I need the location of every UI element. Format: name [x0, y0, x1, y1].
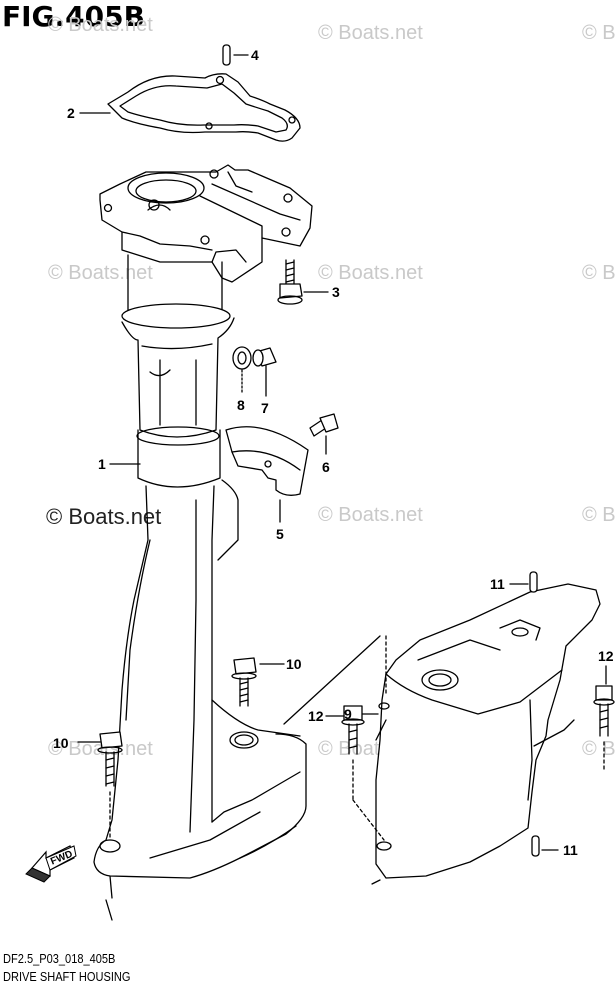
part-4-dowel-pin [222, 44, 249, 66]
watermark-text: © B [582, 504, 615, 526]
figure-title: FIG.405B [2, 0, 145, 33]
watermark-text-dark: © Boats.net [46, 504, 162, 529]
watermark-text: © Boats.net [318, 262, 423, 284]
callout-8: 8 [237, 397, 245, 413]
callout-4: 4 [251, 47, 259, 63]
figure-code: DF2.5_P03_018_405B [3, 951, 116, 966]
callout-10-lower: 10 [53, 735, 69, 751]
watermark-text: © B [582, 262, 615, 284]
callout-11-lower: 11 [563, 842, 578, 858]
part-2-gasket [79, 73, 301, 142]
watermark-text: © Boats.net [318, 22, 423, 44]
part-12-bolt-middle [325, 705, 385, 841]
watermark-text: © Boats.net [48, 14, 153, 36]
callout-5: 5 [276, 526, 284, 542]
callout-12-right: 12 [598, 648, 614, 664]
watermark-text: © B [582, 738, 615, 760]
part-6-bolt [309, 413, 339, 455]
watermark-text: © Boats.net [318, 504, 423, 526]
part-1-drive-shaft-housing [93, 164, 313, 921]
figure-name: DRIVE SHAFT HOUSING [3, 969, 131, 984]
part-10-bolt-lower [77, 731, 123, 839]
callout-3: 3 [332, 284, 340, 300]
callout-2: 2 [67, 105, 75, 121]
watermark-text: © Boats.net [48, 262, 153, 284]
part-3-bolt [277, 259, 329, 305]
part-7-plug [252, 347, 277, 397]
watermark-text: © B [582, 22, 615, 44]
callout-9: 9 [344, 706, 352, 722]
leader-line [283, 635, 381, 725]
part-10-bolt-upper [231, 657, 285, 707]
part-12-bolt-right [593, 665, 615, 771]
callout-10-upper: 10 [286, 656, 302, 672]
part-5-clamp [225, 426, 309, 523]
part-11-pin-upper [509, 571, 538, 593]
watermark-text: © Boats.net [48, 738, 153, 760]
part-11-pin-lower [531, 835, 559, 857]
part-8-washer [232, 346, 252, 395]
callout-numbers: 1 2 3 4 5 6 7 8 9 10 10 11 11 12 12 [53, 47, 614, 858]
callout-1: 1 [98, 456, 106, 472]
callout-7: 7 [261, 400, 269, 416]
callout-6: 6 [322, 459, 330, 475]
part-9-cover [359, 583, 601, 885]
callout-11-upper: 11 [490, 576, 505, 592]
fwd-arrow-icon: FWD [25, 845, 77, 883]
callout-12-middle: 12 [308, 708, 324, 724]
